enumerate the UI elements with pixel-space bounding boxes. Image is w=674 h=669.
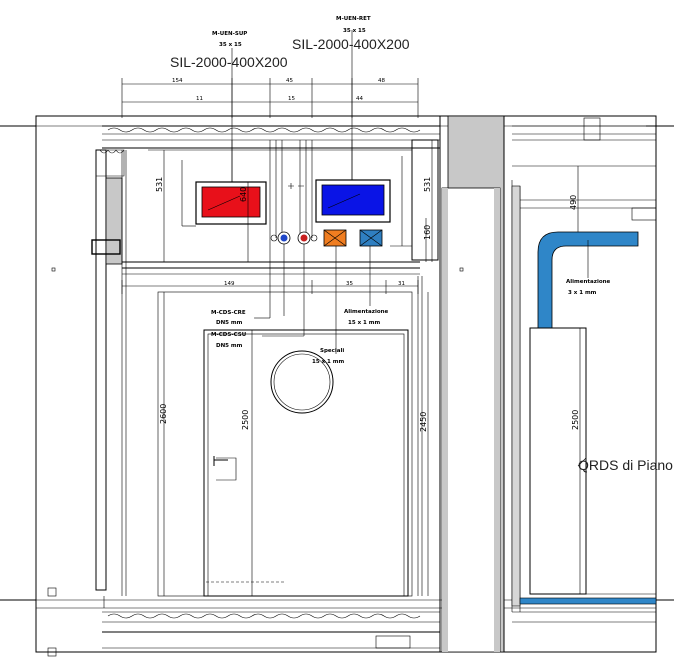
speciali-size: 15 x 1 mm bbox=[312, 359, 345, 365]
dim-2500-right: 2500 bbox=[571, 410, 580, 430]
alim-2-size: 3 x 1 mm bbox=[568, 290, 597, 296]
supply-grille bbox=[195, 181, 267, 225]
leaders bbox=[231, 30, 589, 467]
right-wall bbox=[411, 115, 521, 653]
door bbox=[157, 291, 413, 597]
false-ceiling bbox=[122, 149, 420, 275]
duct-ret-grille: SIL-2000-400X200 bbox=[292, 36, 410, 52]
dim-2450: 2450 bbox=[419, 412, 428, 432]
pipe-cre-size: DN5 mm bbox=[216, 320, 243, 326]
duct-ret-size: 35 x 15 bbox=[343, 28, 366, 34]
slab-bottom bbox=[47, 587, 656, 657]
duct-ret-tag: M-UEN-RET bbox=[336, 16, 371, 22]
slab-top bbox=[102, 117, 656, 149]
dim-chain-top bbox=[121, 78, 419, 118]
porthole bbox=[270, 350, 334, 414]
pipe-csu-tag: M-CDS-CSU bbox=[211, 332, 246, 338]
dim-2600: 2600 bbox=[159, 404, 168, 424]
dim-154: 154 bbox=[172, 78, 183, 84]
dim-531-right: 531 bbox=[423, 177, 432, 192]
dim-11: 11 bbox=[196, 96, 203, 102]
dim-531-left: 531 bbox=[155, 177, 164, 192]
dim-48: 48 bbox=[378, 78, 385, 84]
box-orange bbox=[323, 229, 347, 247]
speciali-title: Speciali bbox=[320, 348, 344, 354]
blue-duct bbox=[537, 231, 639, 329]
qrds-label: QRDS di Piano bbox=[578, 457, 673, 473]
dim-15: 15 bbox=[288, 96, 295, 102]
pipes bbox=[181, 140, 412, 247]
pipe-cre-tag: M-CDS-CRE bbox=[211, 310, 246, 316]
dim-verticals bbox=[163, 140, 581, 596]
alim-2-title: Alimentazione bbox=[566, 279, 611, 285]
valve-red bbox=[297, 231, 318, 245]
valve-blue bbox=[270, 231, 291, 245]
dim-2500-door: 2500 bbox=[241, 410, 250, 430]
dim-149: 149 bbox=[224, 281, 235, 287]
pipe-csu-size: DN5 mm bbox=[216, 343, 243, 349]
dim-490: 490 bbox=[569, 195, 578, 210]
dim-45: 45 bbox=[286, 78, 293, 84]
minor-marks bbox=[51, 183, 464, 272]
box-blue bbox=[359, 229, 383, 247]
duct-sup-grille: SIL-2000-400X200 bbox=[170, 54, 288, 70]
alim-1-size: 15 x 1 mm bbox=[348, 320, 381, 326]
dim-160: 160 bbox=[423, 225, 432, 240]
left-wall bbox=[91, 149, 127, 608]
dim-640: 640 bbox=[239, 187, 248, 202]
duct-sup-size: 35 x 15 bbox=[219, 42, 242, 48]
dim-31: 31 bbox=[398, 281, 405, 287]
alim-1-title: Alimentazione bbox=[344, 309, 389, 315]
return-grille bbox=[315, 179, 391, 223]
right-room bbox=[512, 165, 657, 605]
dim-35: 35 bbox=[346, 281, 353, 287]
duct-sup-tag: M-UEN-SUP bbox=[212, 31, 247, 37]
dim-44: 44 bbox=[356, 96, 363, 102]
